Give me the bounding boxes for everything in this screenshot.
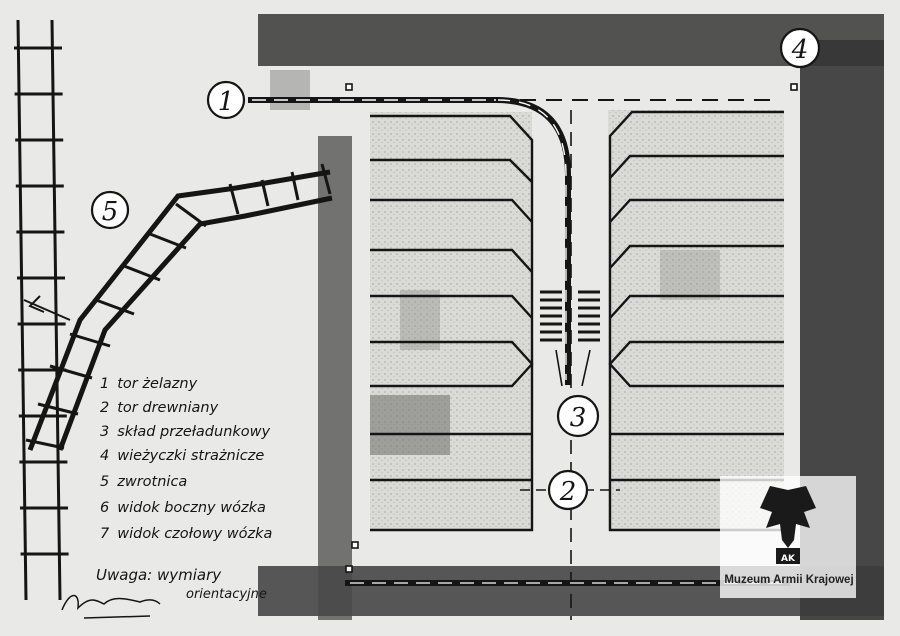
guard-tower-marks	[345, 83, 798, 573]
reloading-ladders	[540, 290, 600, 387]
switch-tie	[228, 183, 240, 215]
switch-tie	[175, 202, 207, 228]
switch-tie	[290, 171, 300, 201]
dimensions-note: Uwaga: wymiary orientacyjne	[96, 566, 267, 602]
switch-track	[23, 163, 333, 451]
svg-text:5: 5	[102, 197, 119, 227]
svg-text:2: 2	[559, 477, 577, 507]
storage-fields	[370, 110, 784, 530]
switch-tie	[123, 264, 161, 282]
svg-text:AK: AK	[781, 554, 796, 564]
marker-1: 1	[206, 80, 246, 120]
left-ladder-track	[14, 19, 69, 601]
svg-text:3: 3	[570, 403, 587, 433]
museum-watermark-text: Muzeum Armii Krajowej	[724, 574, 854, 586]
marker-4: 4	[779, 27, 821, 69]
switch-tie	[37, 402, 79, 416]
switch-tie	[320, 163, 332, 195]
marker-5: 5	[90, 190, 130, 230]
switch-tie	[149, 232, 187, 250]
right-storage-block	[608, 110, 784, 532]
switch-tie	[260, 179, 270, 207]
museum-watermark: AK	[720, 476, 856, 598]
svg-text:orientacyjne: orientacyjne	[186, 587, 267, 602]
switch-tie	[49, 364, 93, 380]
svg-text:1: 1	[218, 87, 235, 117]
marker-3: 3	[556, 394, 600, 438]
svg-text:4: 4	[791, 35, 809, 65]
left-storage-block	[370, 114, 534, 532]
svg-text:Uwaga: wymiary: Uwaga: wymiary	[96, 566, 222, 584]
marker-2: 2	[547, 469, 589, 511]
switch-tie	[69, 332, 111, 348]
switch-tie	[95, 298, 135, 316]
yard-border-shading	[258, 14, 884, 620]
central-curved-track	[495, 97, 572, 620]
switch-tie	[25, 438, 65, 450]
signature	[61, 594, 161, 619]
